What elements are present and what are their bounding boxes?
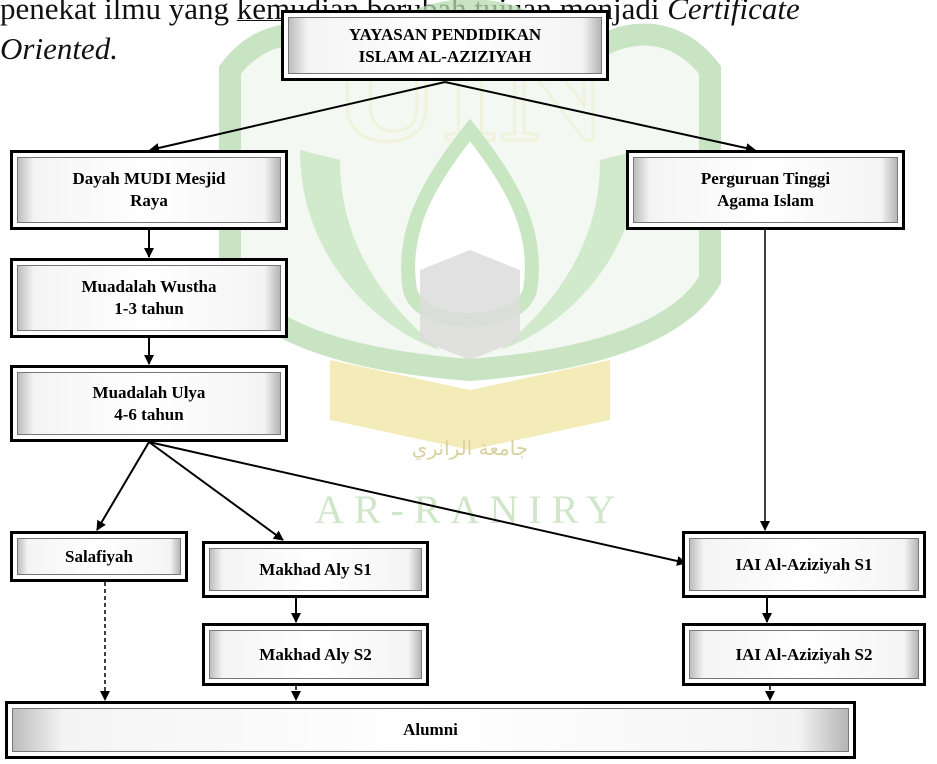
node-text-line: Muadalah Wustha xyxy=(81,277,217,296)
node-makhad-aly-s1-label: Makhad Aly S1 xyxy=(209,548,422,591)
node-text-line: Raya xyxy=(130,191,168,210)
intro-word: penekat xyxy=(0,0,97,26)
node-text-line: Alumni xyxy=(403,720,458,739)
node-text-line: Makhad Aly S2 xyxy=(259,644,372,664)
node-text-line: 1-3 tahun xyxy=(114,299,184,318)
watermark-book xyxy=(330,360,610,450)
node-makhad-aly-s2: Makhad Aly S2 xyxy=(202,623,429,686)
node-iai-aziziyah-s1-label: IAI Al-Aziziyah S1 xyxy=(689,538,919,591)
watermark-emblem: UIN جامعة الرانري AR-RANIRY xyxy=(219,0,721,532)
node-iai-aziziyah-s2-label: IAI Al-Aziziyah S2 xyxy=(689,630,919,679)
node-text-line: IAI Al-Aziziyah S2 xyxy=(735,644,873,664)
intro-line-2: Oriented. xyxy=(0,31,118,66)
node-text-line: Perguruan Tinggi xyxy=(700,169,831,188)
watermark-band-text: AR-RANIRY xyxy=(315,487,625,532)
node-text-line: 4-6 tahun xyxy=(114,404,184,424)
watermark-leaf-left xyxy=(300,150,440,350)
node-text-line: Dayah MUDI Mesjid xyxy=(72,169,226,188)
node-iai-aziziyah-s1: IAI Al-Aziziyah S1 xyxy=(682,531,926,598)
node-makhad-aly-s2-label: Makhad Aly S2 xyxy=(209,630,422,679)
node-makhad-aly-s1: Makhad Aly S1 xyxy=(202,541,429,598)
node-iai-aziziyah-s2: IAI Al-Aziziyah S2 xyxy=(682,623,926,686)
edge-ulya-to-salafiyah xyxy=(96,441,150,531)
node-salafiyah: Salafiyah xyxy=(10,531,188,582)
node-text-line: ISLAM AL-AZIZIYAH xyxy=(358,46,532,66)
node-alumni: Alumni xyxy=(5,701,856,759)
node-text-line: Makhad Aly S1 xyxy=(259,559,372,579)
node-alumni-label: Alumni xyxy=(12,708,849,752)
node-text-line: IAI Al-Aziziyah S1 xyxy=(735,554,873,574)
node-text-line: Muadalah Ulya xyxy=(92,382,206,402)
node-text-line: Salafiyah xyxy=(64,546,134,566)
watermark-arabic-text: جامعة الرانري xyxy=(412,436,528,461)
node-text-line: YAYASAN PENDIDIKAN xyxy=(348,24,542,44)
intro-italic-word: Certificate xyxy=(667,0,800,26)
edge-ulya-to-makhad-s1 xyxy=(148,441,284,541)
watermark-leaf-right xyxy=(500,150,640,350)
intro-word: ilmu xyxy=(104,0,161,26)
edge-ulya-to-iai-s1 xyxy=(148,441,687,566)
node-muadalah-wustha-label: Muadalah Wustha 1-3 tahun xyxy=(17,265,281,331)
edge-yayasan-to-dayah xyxy=(149,81,446,153)
node-muadalah-wustha: Muadalah Wustha 1-3 tahun xyxy=(10,258,288,338)
watermark-kaaba xyxy=(420,250,520,360)
node-salafiyah-label: Salafiyah xyxy=(17,538,181,575)
intro-word: yang xyxy=(168,0,229,26)
node-text-line: Agama Islam xyxy=(717,191,814,210)
edge-yayasan-to-pt xyxy=(444,81,756,153)
